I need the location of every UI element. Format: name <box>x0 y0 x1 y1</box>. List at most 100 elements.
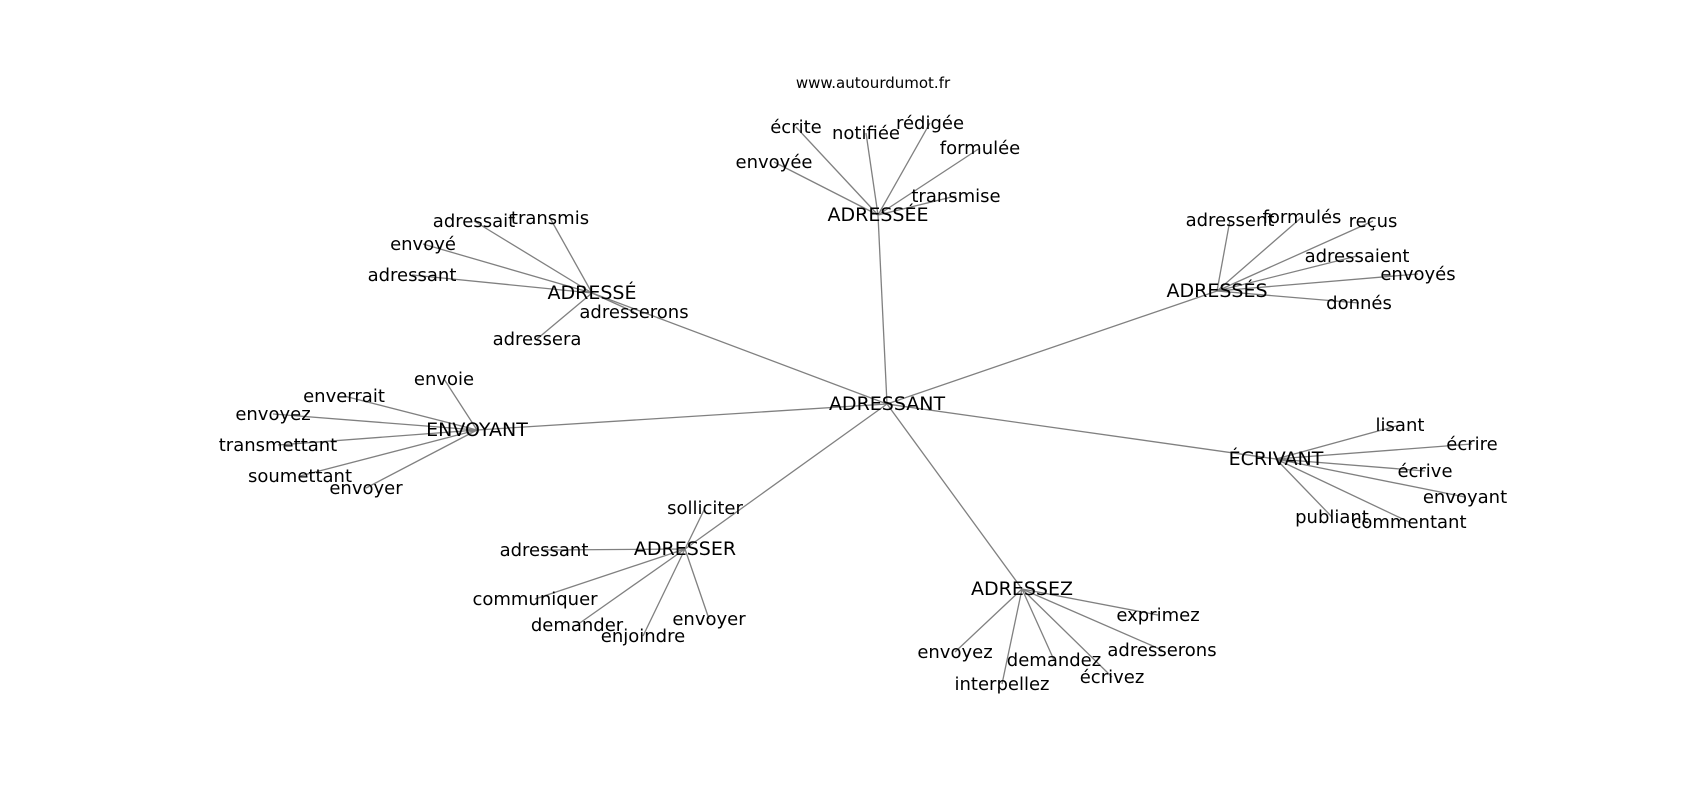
word-node-label: enjoindre <box>601 626 685 647</box>
edge-hub-word <box>1216 216 1303 292</box>
hub-node-label: ADRESSÉS <box>1166 279 1267 302</box>
word-node-label: envoie <box>414 369 474 390</box>
edge-center-hub <box>877 214 888 405</box>
hub-node-label: ADRESSEZ <box>971 578 1073 600</box>
edge-hub-word <box>343 395 478 431</box>
edge-hub-word <box>954 588 1023 653</box>
edge-hub-word <box>1216 255 1358 292</box>
edge-hub-word <box>543 548 686 551</box>
word-node-label: lisant <box>1376 415 1425 436</box>
word-node-label: adressant <box>368 265 457 286</box>
word-node-label: adressent <box>1186 210 1275 231</box>
edge-hub-word <box>1021 588 1159 616</box>
word-node-label: enverrait <box>303 386 385 407</box>
edge-center-hub <box>476 403 888 431</box>
edge-hub-word <box>277 429 478 446</box>
word-node-label: interpellez <box>955 674 1050 695</box>
edge-hub-word <box>865 132 879 216</box>
edge-hub-word <box>272 413 478 431</box>
word-node-label: écrite <box>770 117 822 138</box>
word-node-label: adressaient <box>1305 246 1410 267</box>
edge-hub-word <box>1216 273 1419 292</box>
edge-hub-word <box>795 126 879 216</box>
word-node-label: commentant <box>1351 512 1466 533</box>
edge-hub-word <box>642 548 686 637</box>
center-node-label: ADRESSANT <box>829 393 946 415</box>
edge-hub-word <box>411 274 593 294</box>
word-node-label: envoyer <box>329 478 403 499</box>
word-node-label: solliciter <box>667 498 743 519</box>
edge-hub-word <box>1216 219 1231 292</box>
edge-hub-word <box>1275 443 1473 460</box>
word-node-label: donnés <box>1326 293 1392 314</box>
word-node-label: adresserons <box>579 302 688 323</box>
word-node-label: envoyé <box>390 234 456 255</box>
word-node-label: notifiée <box>832 123 900 144</box>
hub-node-label: ADRESSÉ <box>548 281 637 304</box>
word-node-label: écrive <box>1397 461 1452 482</box>
word-node-label: adressait <box>433 211 515 232</box>
edge-center-hub <box>886 290 1218 405</box>
edge-hub-word <box>877 147 981 216</box>
edge-hub-word <box>877 122 931 216</box>
edge-hub-word <box>473 220 593 294</box>
word-node-label: demandez <box>1007 650 1101 671</box>
word-node-label: envoyer <box>672 609 746 630</box>
labels: www.autourdumot.fr ADRESSANT ADRESSÉE écri… <box>219 74 1507 695</box>
edge-hub-word <box>1275 458 1333 518</box>
word-node-label: reçus <box>1349 211 1398 232</box>
edges <box>272 122 1473 685</box>
word-node-label: écrivez <box>1080 667 1145 688</box>
edge-hub-word <box>684 507 706 550</box>
edge-hub-word <box>534 548 686 600</box>
word-node-label: transmettant <box>219 435 338 456</box>
edge-hub-word <box>1021 588 1113 678</box>
edge-hub-word <box>576 548 686 626</box>
edge-hub-word <box>1275 458 1466 498</box>
edge-hub-word <box>591 292 635 313</box>
word-node-label: envoyant <box>1423 487 1507 508</box>
edge-hub-word <box>549 217 593 294</box>
word-node-label: envoyez <box>917 642 992 663</box>
word-node-label: transmis <box>511 208 589 229</box>
word-node-label: soumettant <box>248 466 352 487</box>
word-node-label: écrire <box>1446 434 1497 455</box>
edge-center-hub <box>886 403 1277 460</box>
word-node-label: adresserons <box>1107 640 1216 661</box>
edge-hub-word <box>1275 458 1426 472</box>
word-node-label: adressera <box>493 329 582 350</box>
word-node-label: envoyés <box>1380 264 1455 285</box>
word-node-label: formulée <box>940 138 1021 159</box>
edge-hub-word <box>1275 458 1410 523</box>
word-node-label: adressant <box>500 540 589 561</box>
word-node-label: rédigée <box>896 113 964 134</box>
edge-hub-word <box>1021 588 1055 661</box>
hub-node-label: ÉCRIVANT <box>1229 447 1324 470</box>
word-node-label: envoyez <box>235 404 310 425</box>
edge-hub-word <box>422 243 593 294</box>
word-node-label: publiant <box>1295 507 1369 528</box>
word-node-label: transmise <box>911 186 1000 207</box>
edge-hub-word <box>1216 290 1360 304</box>
word-node-label: exprimez <box>1116 605 1199 626</box>
edge-hub-word <box>536 292 593 340</box>
edge-hub-word <box>1216 220 1374 292</box>
word-node-label: envoyée <box>736 152 813 173</box>
edge-center-hub <box>886 403 1023 590</box>
edge-hub-word <box>877 195 957 216</box>
word-node-label: communiquer <box>472 589 598 610</box>
edge-center-hub <box>591 292 888 405</box>
word-node-label: formulés <box>1263 207 1342 228</box>
hub-node-label: ENVOYANT <box>426 419 528 441</box>
edge-hub-word <box>365 429 478 489</box>
hub-node-label: ADRESSÉE <box>828 203 929 226</box>
edge-center-hub <box>684 403 888 550</box>
edge-hub-word <box>1001 588 1023 685</box>
edge-hub-word <box>773 161 879 216</box>
edge-hub-word <box>684 548 710 620</box>
edge-hub-word <box>1275 424 1401 460</box>
word-node-label: demander <box>531 615 624 636</box>
source-site-label: www.autourdumot.fr <box>796 74 951 92</box>
edge-hub-word <box>1021 588 1163 651</box>
